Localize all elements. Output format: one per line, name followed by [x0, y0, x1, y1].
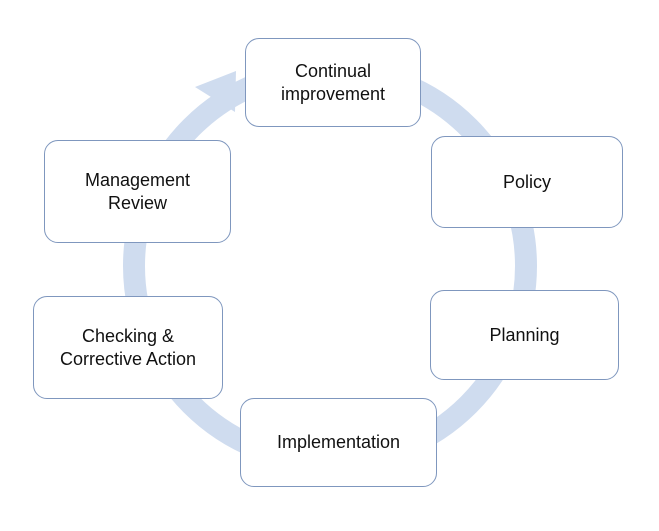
step-policy: Policy — [431, 136, 623, 228]
step-label: Checking & Corrective Action — [59, 325, 197, 369]
step-checking-corrective-action: Checking & Corrective Action — [33, 296, 223, 399]
step-label: Implementation — [276, 432, 401, 452]
step-planning: Planning — [430, 290, 619, 380]
step-label: Management Review — [84, 169, 191, 213]
step-label: Planning — [489, 324, 560, 345]
step-management-review: Management Review — [44, 140, 231, 243]
step-implementation: Implementation — [240, 398, 437, 487]
cycle-arrowhead — [195, 71, 236, 112]
step-label: Continual improvement — [280, 60, 386, 104]
step-label: Policy — [502, 171, 551, 192]
step-continual-improvement: Continual improvement — [245, 38, 421, 127]
